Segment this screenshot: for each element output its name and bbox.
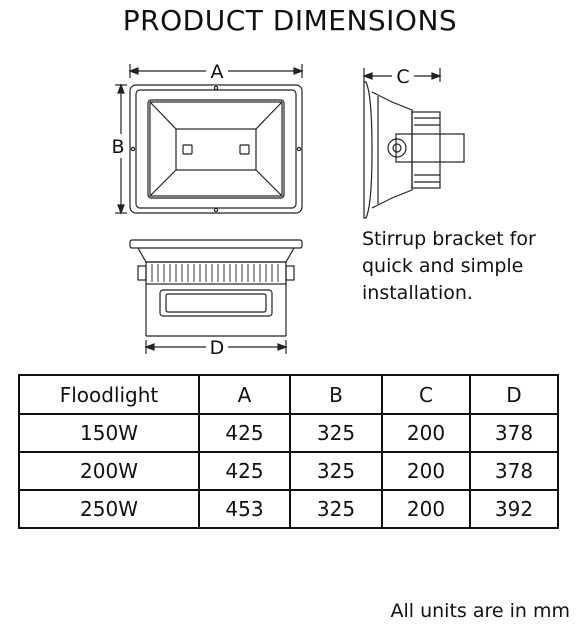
table-cell: 200 [381, 413, 471, 453]
table-cell: 378 [469, 451, 559, 491]
page-title: PRODUCT DIMENSIONS [122, 4, 458, 37]
table-header-row: Floodlight A B C D [18, 374, 559, 415]
label-a: A [211, 61, 224, 83]
table-cell: 200 [381, 489, 471, 529]
column-header-a: A [198, 374, 291, 415]
table-cell: 150W [18, 413, 200, 453]
table-cell: 378 [469, 413, 559, 453]
side-view [363, 81, 465, 219]
table-cell: 392 [469, 489, 559, 529]
front-view [129, 84, 303, 214]
table-cell: 325 [289, 489, 383, 529]
column-header-d: D [469, 374, 559, 415]
table-cell: 250W [18, 489, 200, 529]
caption-line: Stirrup bracket for [362, 228, 536, 250]
caption-line: quick and simple [362, 255, 524, 277]
dimension-a [128, 64, 304, 78]
table-cell: 425 [198, 413, 291, 453]
dimension-c [362, 68, 442, 82]
dimension-b [115, 83, 127, 215]
table-cell: 325 [289, 413, 383, 453]
units-note: All units are in mm [390, 600, 571, 622]
column-header-b: B [289, 374, 383, 415]
table-cell: 425 [198, 451, 291, 491]
caption-line: installation. [362, 282, 473, 304]
bottom-view [129, 239, 303, 337]
bracket-caption: Stirrup bracket for quick and simple ins… [362, 226, 572, 307]
table-cell: 200W [18, 451, 200, 491]
dimension-drawing: A B C D [111, 61, 465, 359]
table-cell: 325 [289, 451, 383, 491]
column-header-floodlight: Floodlight [18, 374, 200, 415]
label-c: C [396, 66, 409, 88]
table-cell: 200 [381, 451, 471, 491]
table-cell: 453 [198, 489, 291, 529]
label-d: D [210, 337, 225, 359]
dimensions-table: Floodlight A B C D 150W 425 325 200 378 … [18, 374, 559, 529]
table-row: 150W 425 325 200 378 [18, 413, 559, 453]
label-b: B [111, 136, 124, 158]
table-row: 250W 453 325 200 392 [18, 489, 559, 529]
dimension-d [144, 340, 288, 354]
column-header-c: C [381, 374, 471, 415]
table-row: 200W 425 325 200 378 [18, 451, 559, 491]
